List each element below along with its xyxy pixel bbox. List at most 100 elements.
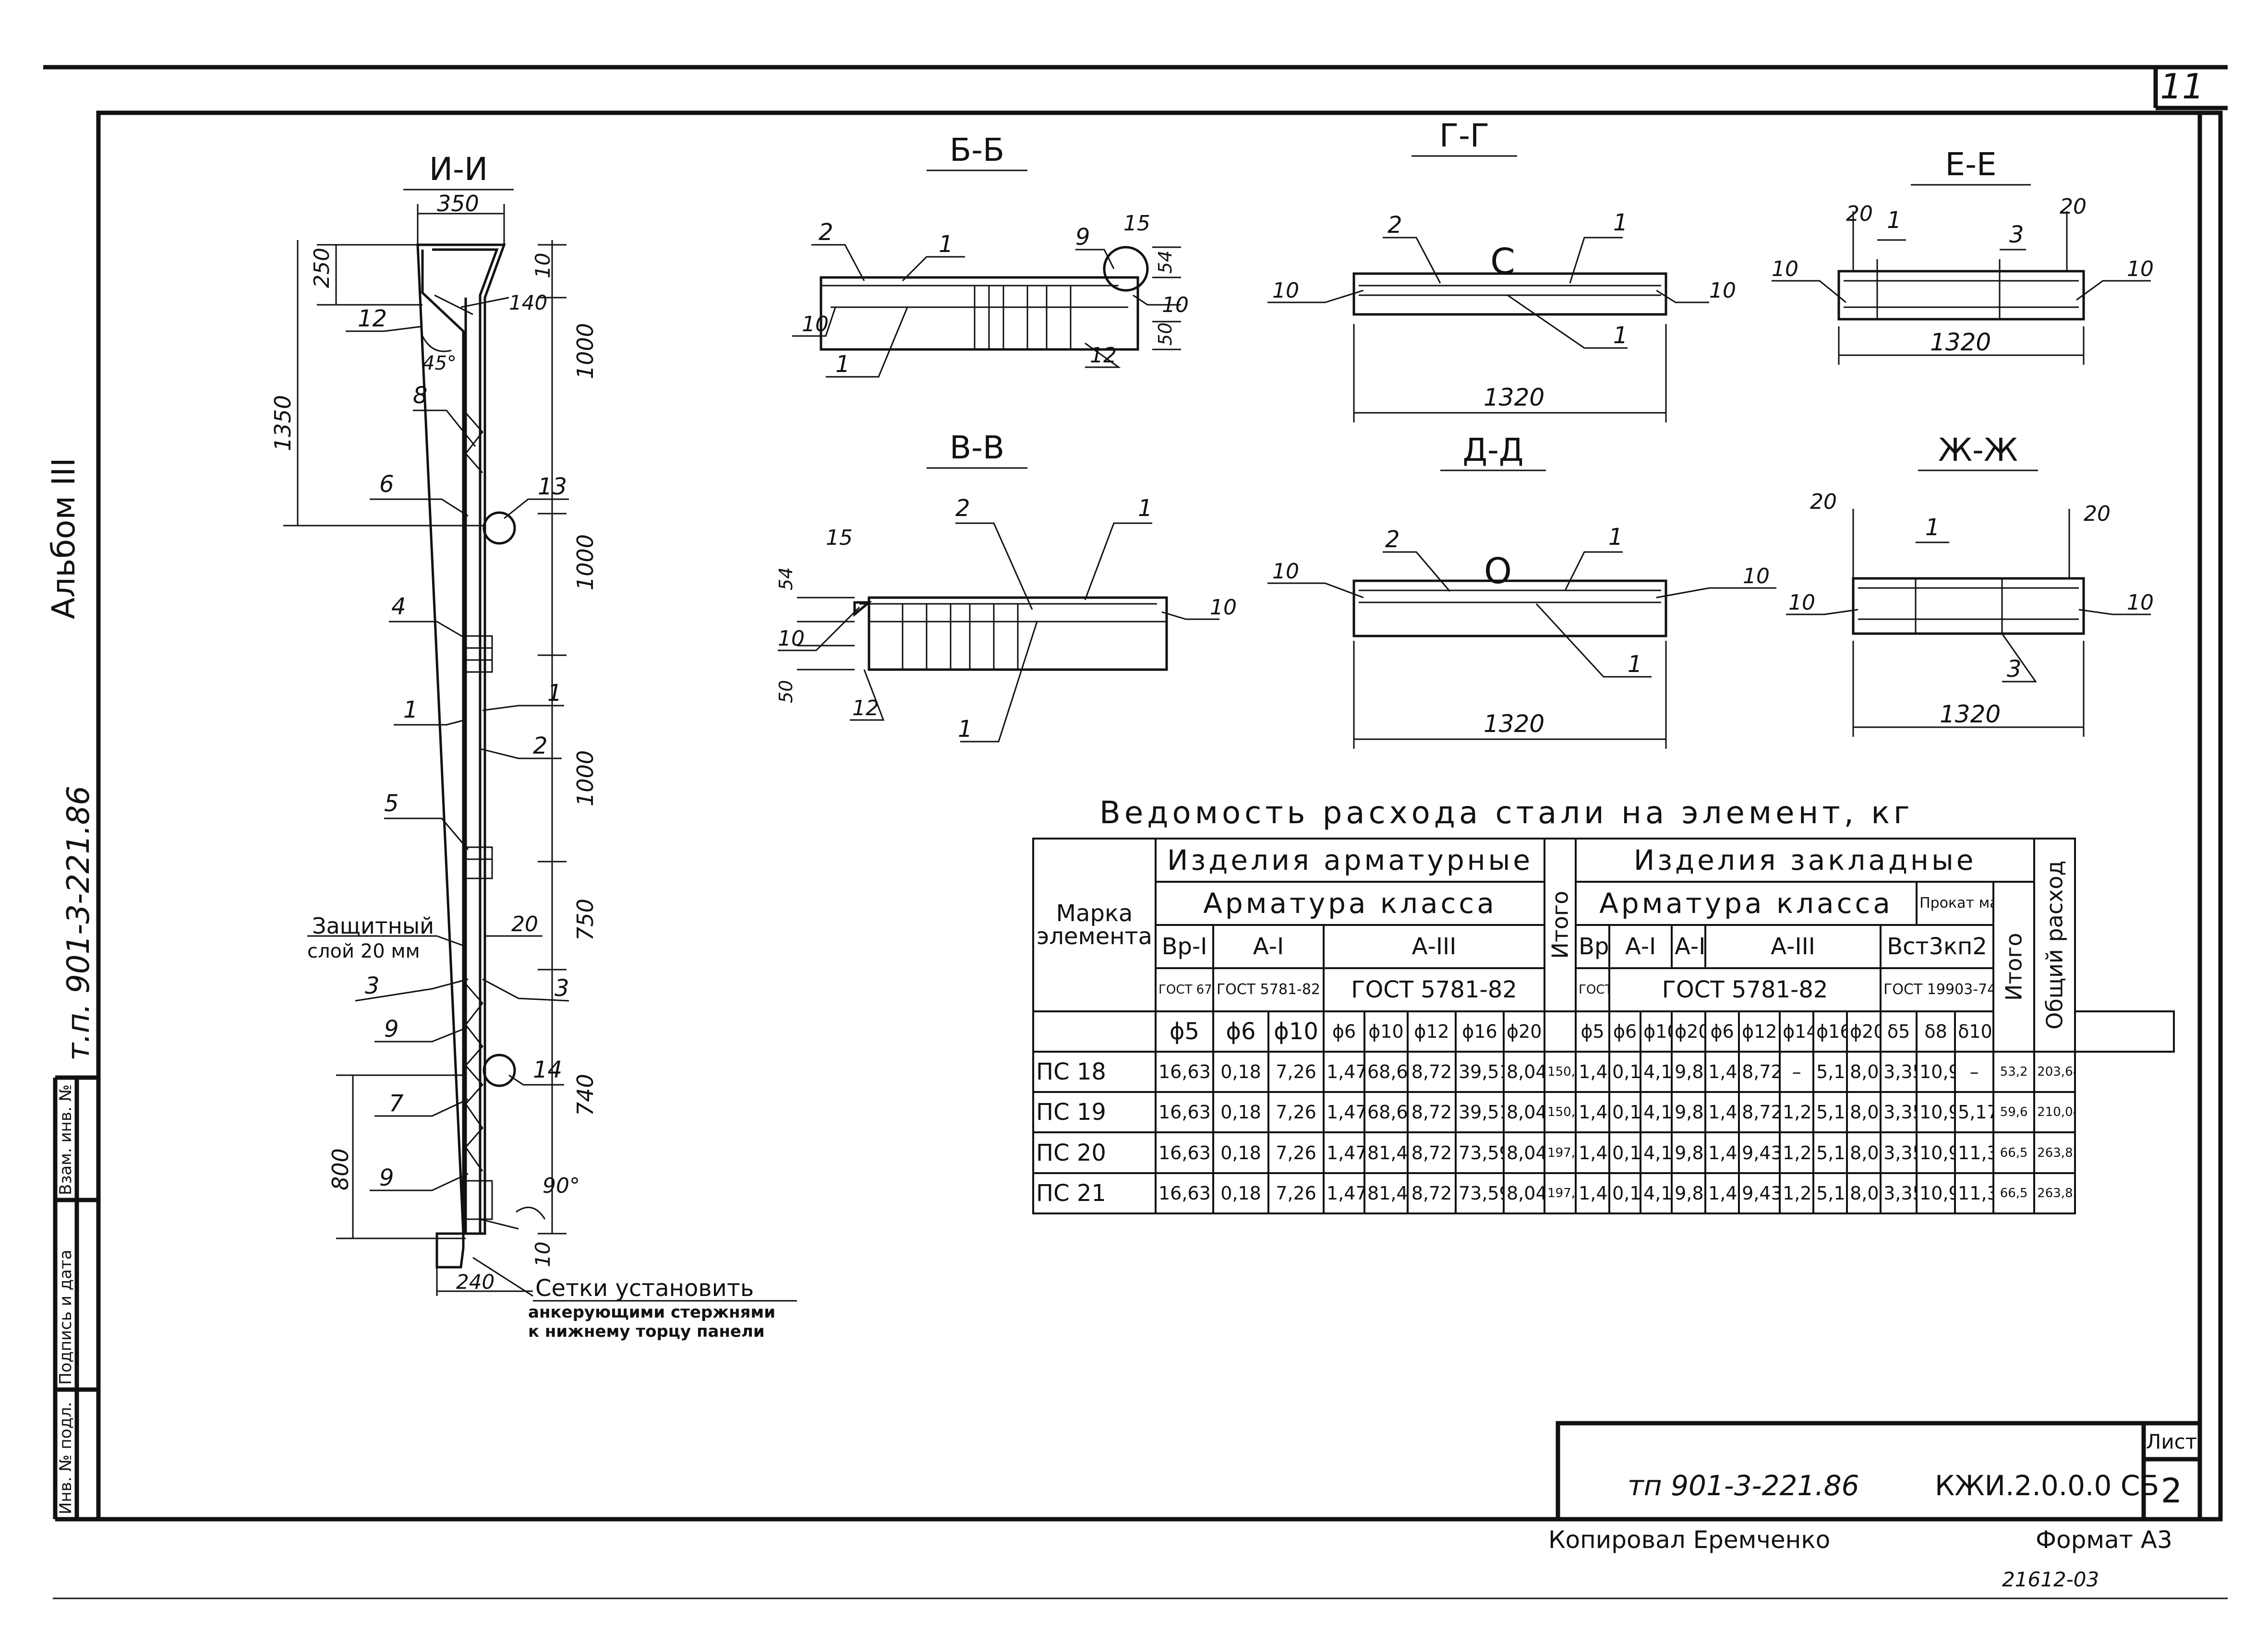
album-label: Альбом III (45, 458, 82, 619)
table-cell: 73,59 (1455, 1131, 1505, 1174)
table-cell: 8,72 (1407, 1131, 1457, 1174)
table-cell: 203,64 (2033, 1050, 2076, 1093)
table-cell: 3,35 (1880, 1050, 1918, 1093)
sheet-frame (43, 65, 2228, 1599)
table-cell: 3,35 (1880, 1091, 1918, 1134)
section-ee: Е-Е 20 20 1 3 10 10 1320 (1772, 146, 2154, 365)
table-cell: 0,18 (1608, 1091, 1642, 1134)
table-cell: 4,1 (1640, 1050, 1673, 1093)
table-cell: 16,63 (1155, 1172, 1214, 1215)
svg-text:4: 4 (391, 593, 406, 620)
table-cell: 1,46 (1575, 1131, 1611, 1174)
table-cell: 81,43 (1363, 1131, 1409, 1174)
section-vv: В-В 15 54 50 2 1 10 10 12 1 (775, 429, 1237, 743)
svg-text:20: 20 (2084, 502, 2111, 526)
steel-consumption-table: Марка элемента Изделия арматурные Итого … (1032, 838, 2175, 1215)
stamp-mark: КЖИ.2.0.0.0 СБ (1935, 1469, 2159, 1502)
table-cell: 11,36 (1954, 1172, 1995, 1215)
svg-text:10: 10 (1162, 293, 1189, 317)
table-cell: 7,26 (1267, 1050, 1325, 1093)
install-note-2: анкерующими стержнями (528, 1303, 775, 1322)
table-cell: 4,1 (1640, 1091, 1673, 1134)
field-inv-original: Инв. № подл. (56, 1402, 75, 1514)
svg-text:1: 1 (1628, 651, 1642, 678)
svg-text:1: 1 (1613, 322, 1628, 349)
svg-text:3: 3 (365, 972, 380, 999)
table-cell: 10,92 (1916, 1172, 1956, 1215)
table-cell: 81,43 (1363, 1172, 1409, 1215)
stamp-code: тп 901-3-221.86 (1628, 1469, 1859, 1502)
svg-text:5: 5 (384, 790, 399, 817)
svg-text:15: 15 (1123, 211, 1150, 236)
table-cell: 16,63 (1155, 1091, 1214, 1134)
table-cell: 11,36 (1954, 1131, 1995, 1174)
table-cell: 73,59 (1455, 1172, 1505, 1215)
table-row: ПС 1816,630,187,261,4768,638,7239,518,04… (1032, 1050, 2174, 1093)
table-cell: 0,18 (1608, 1131, 1642, 1174)
svg-text:1320: 1320 (1930, 328, 1991, 356)
svg-text:3: 3 (555, 975, 569, 1002)
svg-text:C: C (1490, 241, 1515, 282)
bottom-code: 21612-03 (2002, 1568, 2099, 1591)
svg-text:1: 1 (1925, 514, 1940, 541)
row-mark: ПС 21 (1032, 1172, 1157, 1215)
table-cell: 150,44 (1544, 1050, 1577, 1093)
svg-text:12: 12 (1090, 343, 1117, 368)
table-cell: – (1779, 1050, 1815, 1093)
svg-text:3: 3 (2009, 221, 2024, 248)
table-cell: 0,18 (1212, 1050, 1269, 1093)
svg-text:9: 9 (379, 1164, 394, 1191)
table-cell: 0,18 (1212, 1091, 1269, 1134)
svg-text:1: 1 (1887, 207, 1902, 234)
svg-text:10: 10 (778, 626, 805, 651)
embedded-header: Изделия закладные (1575, 838, 2036, 883)
svg-text:10: 10 (1709, 278, 1736, 303)
table-cell: 1,47 (1704, 1172, 1740, 1215)
table-cell: 1,47 (1323, 1091, 1365, 1134)
svg-text:В-В: В-В (950, 429, 1004, 466)
svg-text:12: 12 (358, 305, 387, 332)
svg-text:20: 20 (1846, 202, 1873, 226)
svg-text:1320: 1320 (1484, 710, 1544, 738)
cover-note-2: слой 20 мм (307, 940, 420, 962)
table-cell: 8,04 (1846, 1050, 1882, 1093)
table-cell: 5,17 (1954, 1091, 1995, 1134)
table-cell: 0,18 (1608, 1050, 1642, 1093)
svg-text:14: 14 (533, 1056, 562, 1083)
table-row: ПС 2116,630,187,261,4781,438,7273,598,04… (1032, 1172, 2174, 1215)
svg-text:2: 2 (1385, 526, 1400, 553)
rolled-header: Прокат марки (1916, 880, 1995, 926)
total-reinforcing-header: Итого (1544, 839, 1576, 1011)
svg-text:1: 1 (958, 716, 973, 743)
table-cell: 8,04 (1846, 1131, 1882, 1174)
sheet-format: Формат А3 (2036, 1526, 2172, 1554)
svg-text:Ж-Ж: Ж-Ж (1938, 432, 2018, 468)
table-cell: 8,04 (1502, 1091, 1546, 1134)
table-cell: 8,04 (1846, 1091, 1882, 1134)
svg-text:1000: 1000 (572, 534, 598, 590)
svg-text:20: 20 (2060, 194, 2087, 219)
svg-text:250: 250 (310, 248, 334, 288)
svg-text:50: 50 (775, 680, 796, 703)
cover-note-1: Защитный (312, 913, 434, 939)
table-cell: 3,35 (1880, 1172, 1918, 1215)
table-title: Ведомость расхода стали на элемент, кг (1099, 795, 1914, 831)
table-body: ПС 1816,630,187,261,4768,638,7239,518,04… (1032, 1050, 2174, 1215)
svg-text:O: O (1484, 551, 1512, 592)
row-mark: ПС 20 (1032, 1131, 1157, 1174)
svg-text:Д-Д: Д-Д (1463, 432, 1524, 468)
table-cell: 68,63 (1363, 1091, 1409, 1134)
svg-text:54: 54 (775, 567, 796, 590)
table-row: ПС 2016,630,187,261,4781,438,7273,598,04… (1032, 1131, 2174, 1174)
svg-text:45°: 45° (422, 352, 457, 374)
table-row: ПС 1916,630,187,261,4768,638,7239,518,04… (1032, 1091, 2174, 1134)
svg-text:10: 10 (1272, 559, 1299, 584)
table-cell: – (1954, 1050, 1995, 1093)
table-cell: 10,92 (1916, 1050, 1956, 1093)
section-dd: Д-Д O 2 1 10 10 1 1320 (1267, 432, 1776, 749)
table-cell: 16,63 (1155, 1050, 1214, 1093)
table-cell: 263,82 (2033, 1172, 2076, 1215)
table-cell: 5,16 (1812, 1131, 1848, 1174)
table-cell: 263,82 (2033, 1131, 2076, 1174)
